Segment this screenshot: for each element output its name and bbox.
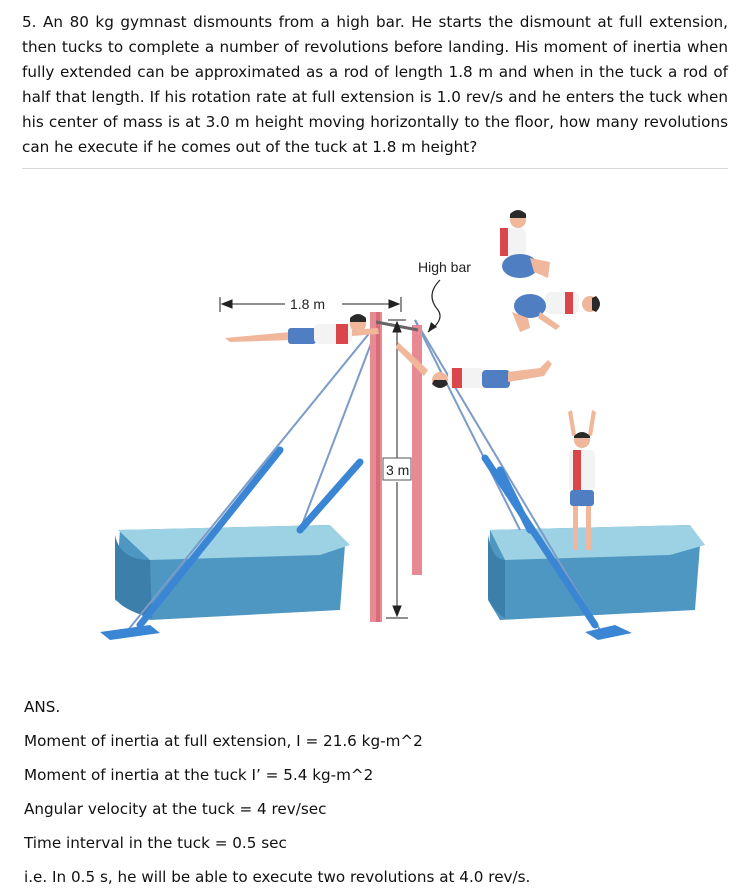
answer-line: Moment of inertia at the tuck I’ = 5.4 k…	[24, 766, 374, 784]
gymnast-landing	[568, 410, 596, 550]
answer-line: Time interval in the tuck = 0.5 sec	[24, 834, 287, 852]
left-post-shade	[376, 312, 380, 622]
high-bar-label: High bar	[418, 259, 471, 275]
support-cables	[127, 319, 601, 631]
gymnast-extended	[225, 314, 379, 344]
right-base-plate	[585, 625, 632, 640]
answer-heading: ANS.	[24, 698, 61, 716]
gymnast-tuck-upper	[500, 210, 550, 278]
problem-statement: 5. An 80 kg gymnast dismounts from a hig…	[22, 10, 728, 169]
support-braces	[136, 446, 599, 629]
height-label-box	[382, 457, 412, 481]
gymnast-inverted	[396, 342, 552, 388]
answer-line: Angular velocity at the tuck = 4 rev/sec	[24, 800, 327, 818]
height-dimension	[386, 319, 408, 619]
answer-section: ANS. Moment of inertia at full extension…	[24, 690, 724, 894]
width-dimension	[219, 297, 402, 312]
width-label: 1.8 m	[290, 296, 325, 312]
right-post	[412, 325, 422, 575]
height-label: 3 m	[386, 462, 409, 478]
gymnast-figure: 1.8 m 3 m High bar	[100, 210, 705, 640]
left-base-plate	[100, 625, 160, 640]
high-bar-pointer	[427, 279, 441, 333]
gymnast-tuck-lower	[512, 292, 600, 332]
answer-line: Moment of inertia at full extension, I =…	[24, 732, 423, 750]
left-mat	[115, 525, 350, 620]
answer-line: i.e. In 0.5 s, he will be able to execut…	[24, 868, 531, 886]
right-mat	[488, 525, 705, 620]
